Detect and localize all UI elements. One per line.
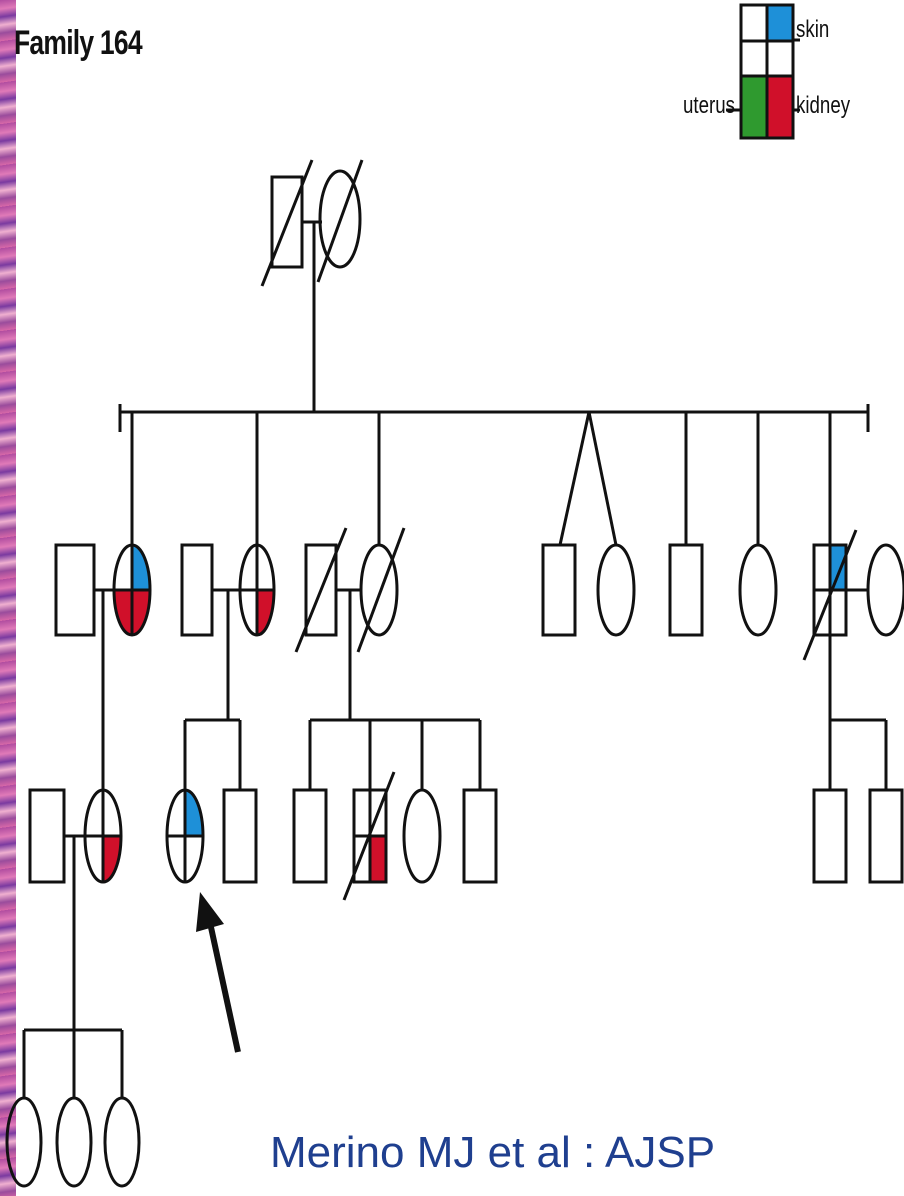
family-title: Family 164: [14, 24, 143, 62]
generation-1: [260, 159, 364, 412]
gen2-d-husband-skin: [830, 545, 846, 590]
gen2-male: [668, 543, 704, 637]
gen3-c-son3: [462, 788, 498, 884]
gen2-d-wife: [866, 543, 904, 637]
generation-4: [5, 1028, 141, 1188]
gen3-a-husband: [28, 788, 66, 884]
gen2-couple-b: [180, 543, 276, 720]
legend-label-kidney: kidney: [796, 92, 851, 119]
arrow-icon: [196, 892, 241, 1053]
gen4-daughter3: [103, 1096, 141, 1188]
gen2-a-wife-uterus: [114, 590, 132, 635]
gen3-d-son1: [812, 788, 848, 884]
gen2-couple-c: [294, 527, 406, 720]
proband-skin: [185, 790, 203, 836]
gen2-b-husband: [180, 543, 214, 637]
gen2-twin-female: [596, 543, 636, 637]
gen3-a-wife-kidney: [103, 836, 121, 882]
gen2-twin-male: [541, 543, 577, 637]
legend-quad-tl: [739, 3, 769, 43]
gen3-d-son2: [868, 788, 904, 884]
legend-quad-tr: [765, 3, 795, 43]
legend-box: [726, 3, 800, 140]
legend-label-skin: skin: [796, 16, 830, 43]
gen2-a-husband: [54, 543, 96, 637]
gen2-couple-a: [54, 543, 152, 790]
generation-3: [28, 718, 904, 1030]
legend-label-uterus: uterus: [683, 92, 736, 119]
gen4-daughter1: [5, 1096, 43, 1188]
gen1-mother: [318, 169, 362, 269]
gen4-daughter2: [55, 1096, 93, 1188]
gen2-c-wife: [359, 543, 399, 637]
gen2-b-wife-kidney: [257, 590, 274, 635]
gen2-female: [738, 543, 778, 637]
gen2-a-wife-skin: [132, 545, 150, 590]
legend-quad-br: [765, 74, 795, 140]
gen2-a-wife-kidney: [132, 590, 150, 635]
gen3-c-son2-kidney: [370, 836, 386, 882]
gen2-couple-d: [802, 529, 904, 720]
gen3-c-son1: [292, 788, 328, 884]
legend-quad-bl-fill: [739, 74, 769, 140]
proband-brother: [222, 788, 258, 884]
gen3-c-daughter: [402, 788, 442, 884]
citation: Merino MJ et al : AJSP: [270, 1128, 716, 1177]
decorative-side-stripe: [0, 0, 16, 1196]
